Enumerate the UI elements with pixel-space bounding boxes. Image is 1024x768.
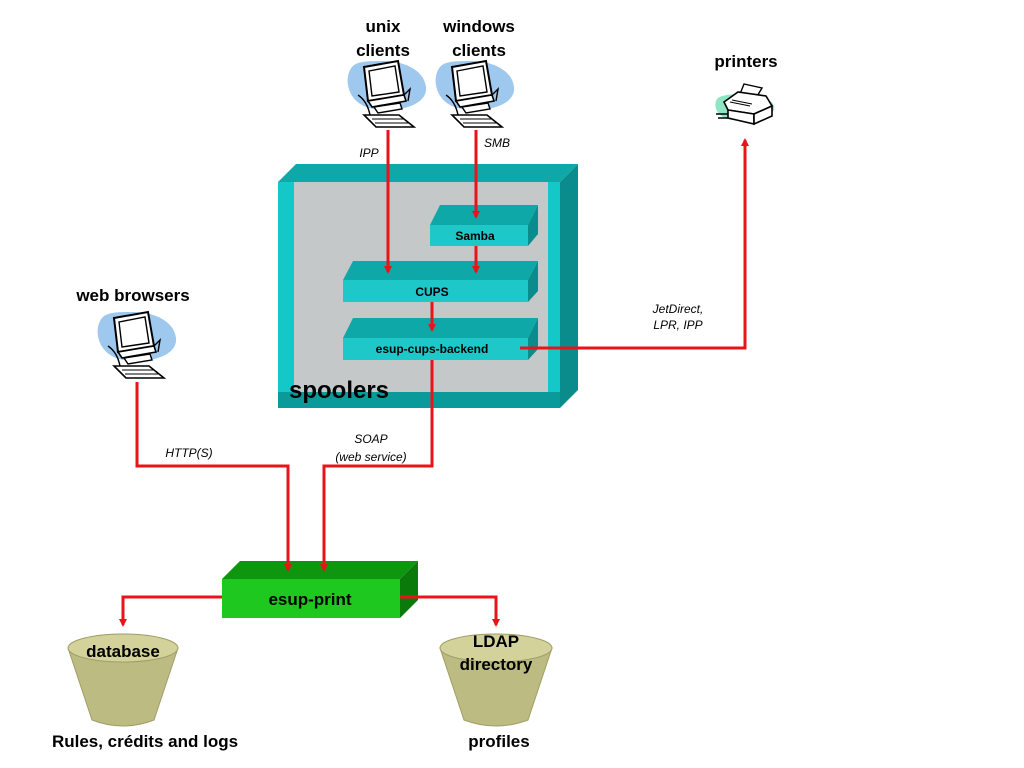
ipp-label: IPP [359, 146, 378, 160]
database-cylinder-icon [67, 633, 179, 727]
ldap-cylinder-icon [439, 633, 553, 727]
spoolers-box-bottom [278, 392, 560, 408]
windows-label-line1: windows [442, 17, 515, 36]
printer-icon [714, 83, 776, 125]
backend-label: esup-cups-backend [376, 342, 489, 356]
arrow-backend-to-printers [520, 138, 749, 350]
ldap-label-line2: directory [460, 655, 533, 674]
spoolers-box-side [560, 164, 578, 408]
ldap-caption: profiles [468, 732, 529, 751]
windows-computer-icon [434, 60, 516, 128]
arrow-esup-print-to-database [119, 595, 222, 627]
unix-label-line2: clients [356, 41, 410, 60]
esup-print-label: esup-print [268, 590, 351, 609]
arrow-esup-print-to-ldap [400, 595, 500, 627]
arrow-backend-to-esup-print [320, 360, 434, 572]
smb-label: SMB [484, 136, 510, 150]
http-label: HTTP(S) [165, 446, 212, 460]
ldap-label-line1: LDAP [473, 632, 519, 651]
web-browsers-label: web browsers [75, 286, 189, 305]
web-browser-computer-icon [96, 311, 178, 379]
samba-label: Samba [455, 229, 495, 243]
arrows [119, 130, 749, 627]
cups-label: CUPS [415, 285, 448, 299]
arrow-browser-to-esup-print [135, 382, 292, 572]
database-caption: Rules, crédits and logs [52, 732, 238, 751]
database-label: database [86, 642, 160, 661]
samba-module [430, 205, 538, 246]
cups-module [343, 261, 538, 302]
jetdirect-label-line2: LPR, IPP [653, 318, 702, 332]
soap-label-line1: SOAP [354, 432, 387, 446]
printers-label: printers [714, 52, 777, 71]
unix-computer-icon [346, 60, 428, 128]
spoolers-box-top [278, 164, 578, 182]
spoolers-label: spoolers [289, 377, 389, 404]
unix-label-line1: unix [366, 17, 401, 36]
jetdirect-label-line1: JetDirect, [652, 302, 704, 316]
soap-label-line2: (web service) [335, 450, 406, 464]
windows-label-line2: clients [452, 41, 506, 60]
